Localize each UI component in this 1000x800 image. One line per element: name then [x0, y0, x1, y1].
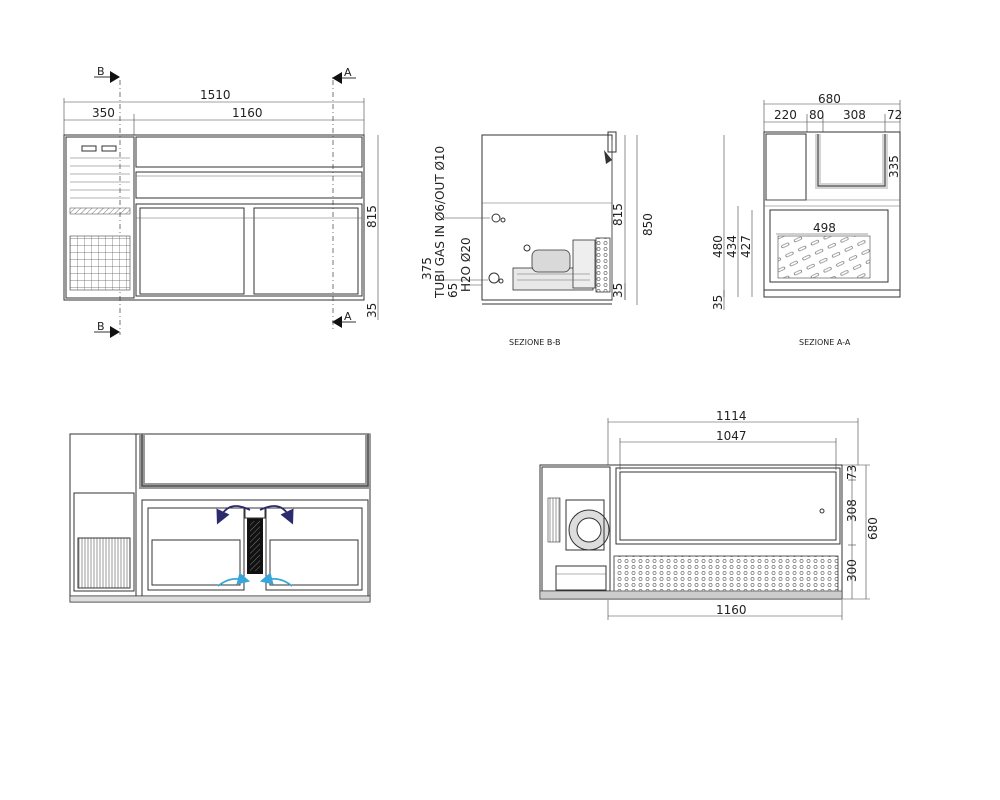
airflow-arrow-left — [216, 505, 251, 525]
svg-text:335: 335 — [887, 155, 901, 178]
svg-text:680: 680 — [866, 517, 880, 540]
front-dimensions: 1510 350 1160 815 35 — [63, 88, 379, 320]
dim-1510: 1510 — [200, 88, 231, 102]
svg-text:1114: 1114 — [716, 409, 747, 423]
svg-text:A: A — [344, 310, 352, 323]
dim-1160: 1160 — [232, 106, 263, 120]
tray-perforated — [777, 235, 871, 279]
svg-text:850: 850 — [641, 213, 655, 236]
condensing-unit — [512, 237, 611, 293]
airflow-section-view — [69, 433, 371, 603]
section-mark-b-bottom: B — [94, 320, 120, 338]
label-gas-tubes: TUBI GAS IN Ø6/OUT Ø10 — [433, 146, 447, 299]
section-b-b: 815 850 35 375 TUBI GAS IN Ø6/OUT Ø10 65… — [420, 131, 655, 347]
section-mark-a-top: A — [332, 66, 356, 84]
svg-text:1160: 1160 — [716, 603, 747, 617]
svg-text:498: 498 — [813, 221, 836, 235]
svg-text:73: 73 — [845, 465, 859, 480]
svg-text:B: B — [97, 65, 105, 78]
label-water: H2O Ø20 — [459, 237, 473, 292]
svg-text:375: 375 — [420, 257, 434, 280]
svg-text:815: 815 — [611, 203, 625, 226]
svg-text:220: 220 — [774, 108, 797, 122]
svg-text:B: B — [97, 320, 105, 333]
section-a-a: 680 220 80 308 72 498 335 480 434 427 35… — [711, 92, 902, 347]
svg-text:35: 35 — [711, 295, 725, 310]
airflow-arrow-right — [259, 505, 294, 525]
front-door-left — [139, 207, 245, 295]
dim-35: 35 — [365, 303, 379, 318]
svg-text:308: 308 — [845, 499, 859, 522]
front-vent-grille — [69, 235, 131, 291]
svg-text:434: 434 — [725, 235, 739, 258]
svg-text:308: 308 — [843, 108, 866, 122]
section-mark-a-bottom: A — [332, 310, 356, 328]
dim-815: 815 — [365, 205, 379, 228]
svg-text:80: 80 — [809, 108, 824, 122]
svg-text:72: 72 — [887, 108, 902, 122]
svg-text:427: 427 — [739, 235, 753, 258]
caption-section-aa: SEZIONE A-A — [799, 338, 851, 347]
svg-text:480: 480 — [711, 235, 725, 258]
front-door-right — [253, 207, 359, 295]
section-mark-b-top: B — [94, 65, 120, 83]
plan-view: 1114 1047 1160 73 308 300 680 — [539, 409, 880, 620]
plan-perforated-panel — [613, 555, 839, 595]
caption-section-bb: SEZIONE B-B — [509, 338, 560, 347]
svg-text:65: 65 — [446, 283, 460, 298]
svg-text:A: A — [344, 66, 352, 79]
dim-350: 350 — [92, 106, 115, 120]
svg-text:35: 35 — [611, 283, 625, 298]
svg-text:1047: 1047 — [716, 429, 747, 443]
svg-text:680: 680 — [818, 92, 841, 106]
svg-text:300: 300 — [845, 559, 859, 582]
front-cabinet-outline — [63, 134, 365, 301]
front-view: B A B A 1510 350 — [63, 65, 379, 338]
condenser-coil — [77, 537, 131, 589]
